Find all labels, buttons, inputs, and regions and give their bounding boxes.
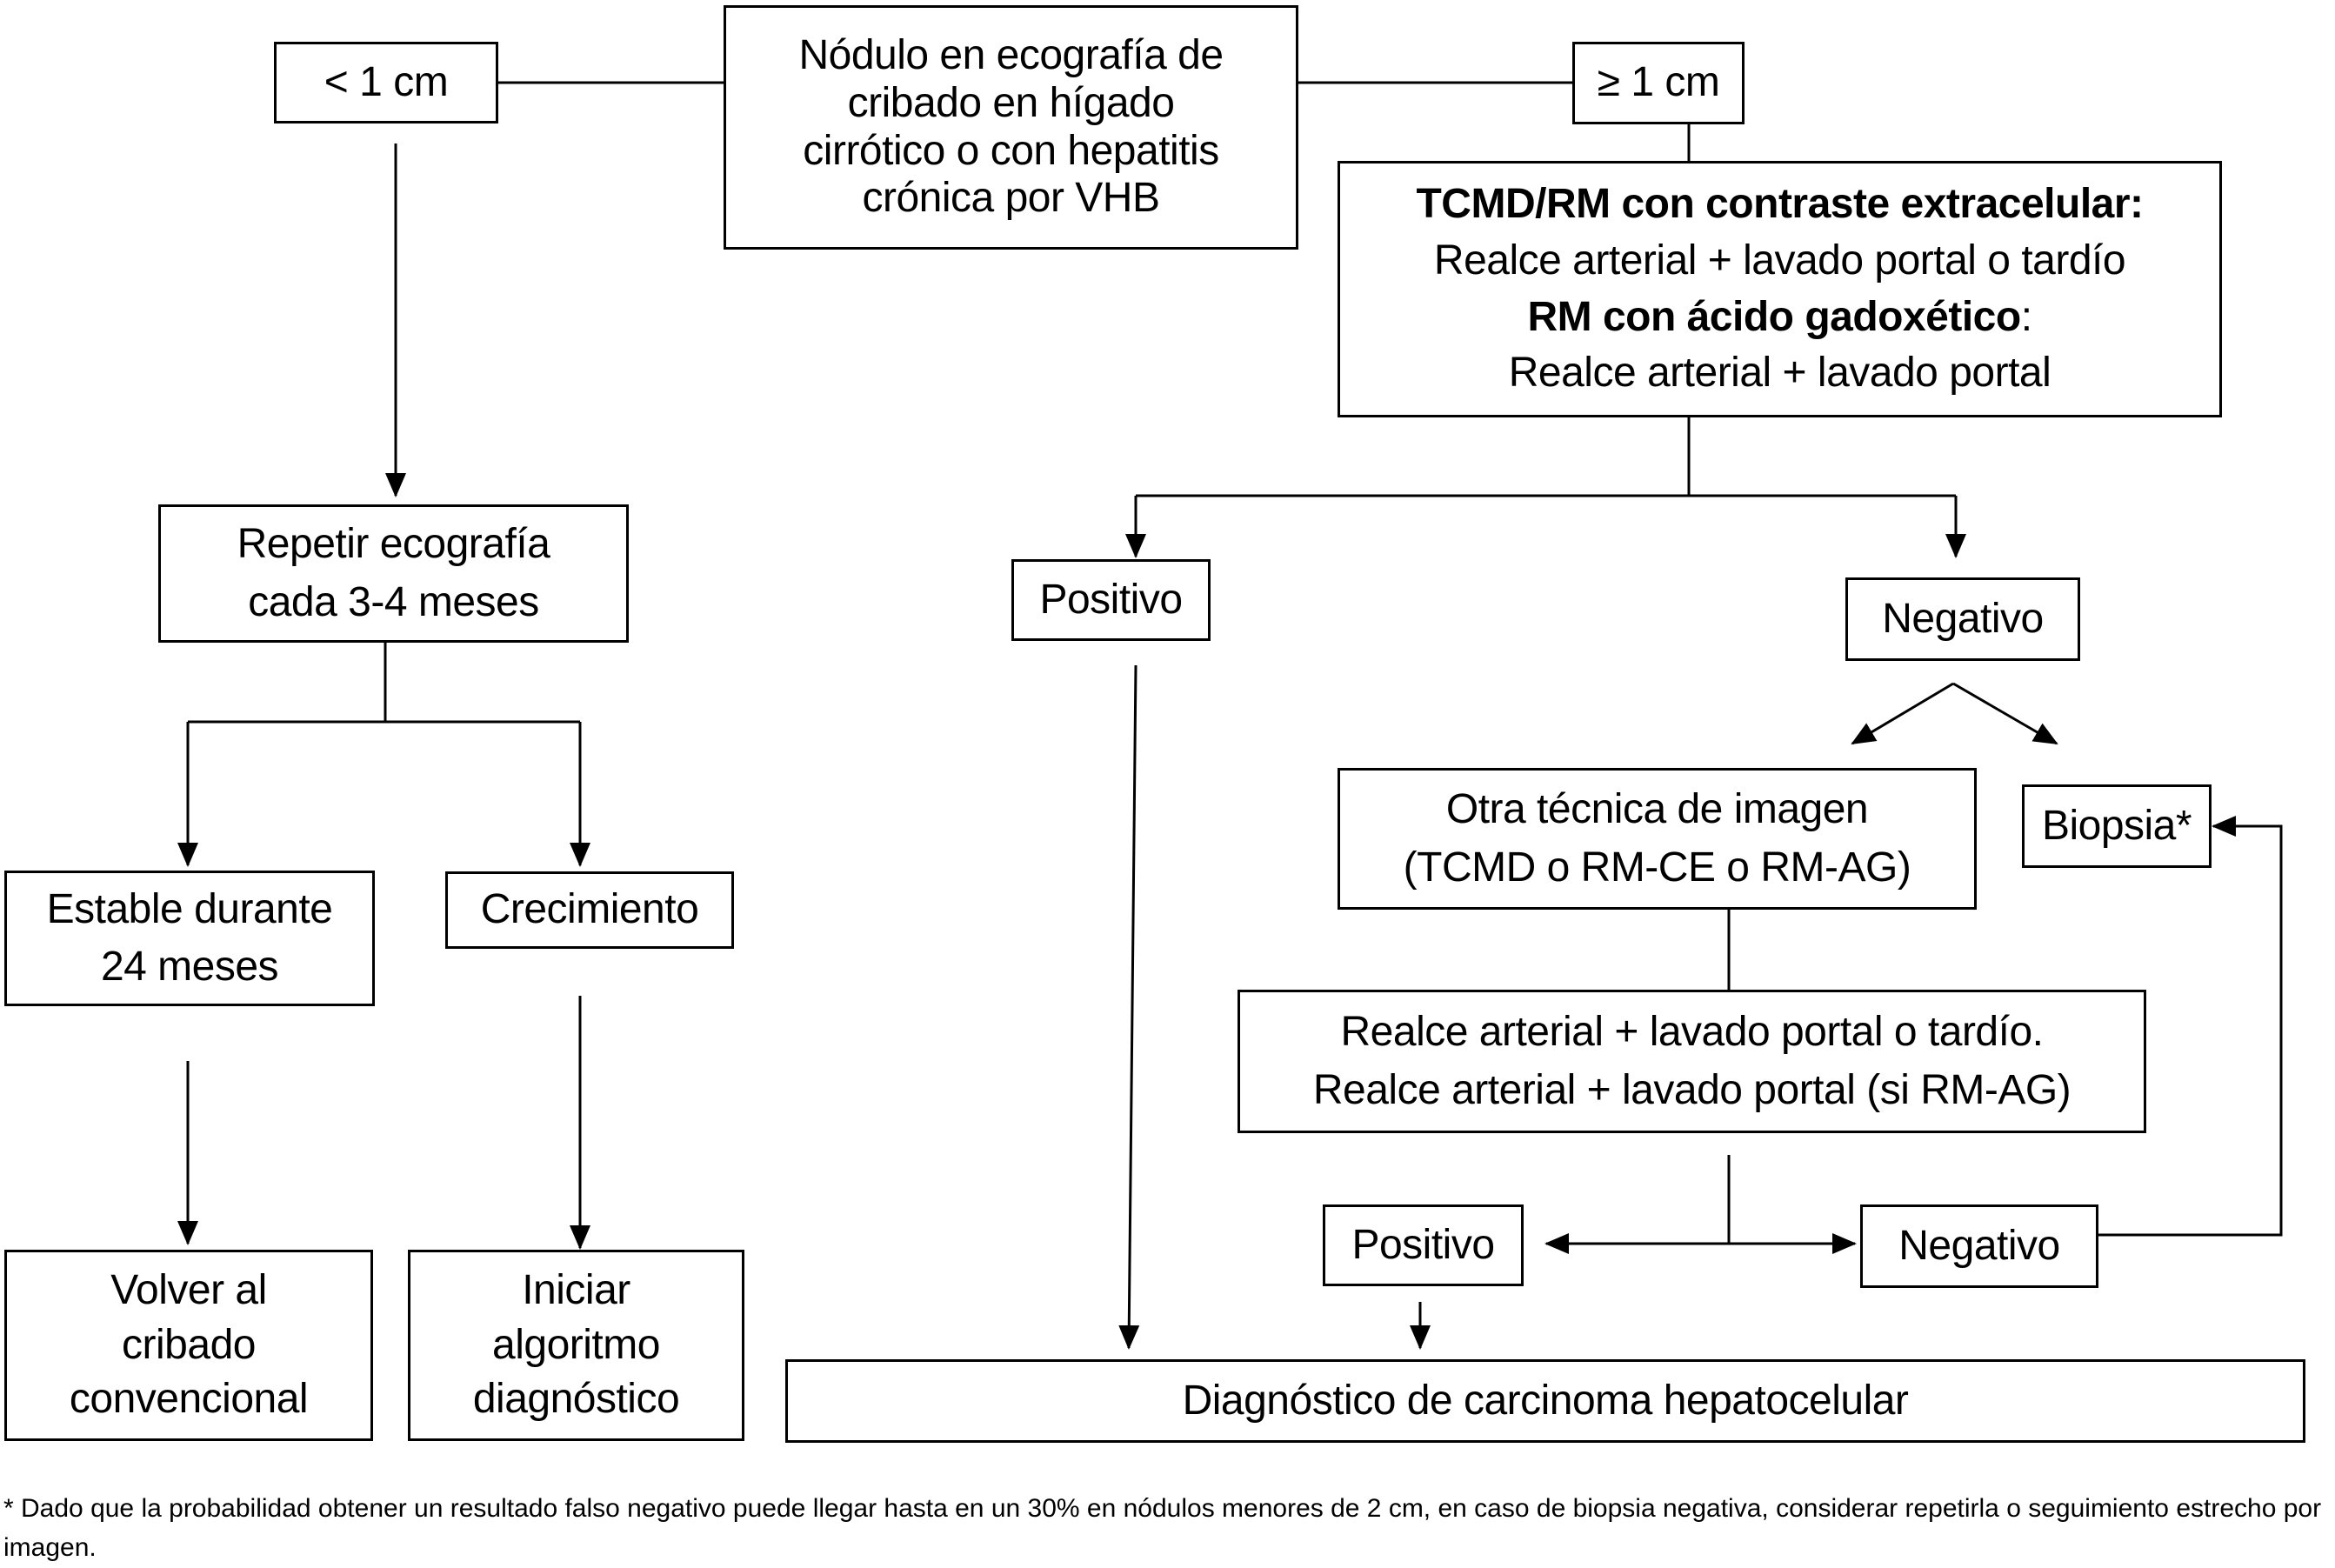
start-line-2: cribado en hígado (847, 79, 1175, 126)
negativo2-label: Negativo (1898, 1222, 2060, 1269)
tcmd-line-3: RM con ácido gadoxético: (1527, 290, 2032, 346)
estable-line-2: 24 meses (100, 944, 279, 990)
biopsia-label: Biopsia* (2041, 802, 2192, 849)
lt1-label: < 1 cm (324, 58, 449, 105)
tcmd-line-4: Realce arterial + lavado portal (1508, 350, 2051, 397)
ge1-node: ≥ 1 cm (1572, 42, 1745, 124)
diagnostico-label: Diagnóstico de carcinoma hepatocelular (1182, 1377, 1909, 1424)
arrow-positivo1-diagnostico (1118, 664, 1140, 1350)
footnote: * Dado que la probabilidad obtener un re… (3, 1494, 2322, 1562)
diagnostico-node: Diagnóstico de carcinoma hepatocelular (785, 1359, 2305, 1443)
volver-line-2: cribado (122, 1321, 256, 1368)
negativo1-label: Negativo (1882, 595, 2044, 642)
iniciar-line-1: Iniciar (522, 1267, 630, 1314)
negativo2-node: Negativo (1860, 1204, 2098, 1288)
realce-node: Realce arterial + lavado portal o tardío… (1238, 990, 2146, 1133)
arrow-negativo1-biopsia (1952, 682, 2058, 745)
estable-node: Estable durante 24 meses (4, 871, 375, 1006)
realce-line-2: Realce arterial + lavado portal (si RM-A… (1312, 1066, 2071, 1113)
tcmd-line-2: Realce arterial + lavado portal o tardío (1433, 237, 2126, 284)
negativo1-node: Negativo (1845, 577, 2080, 661)
volver-line-3: convencional (69, 1376, 309, 1423)
crecimiento-node: Crecimiento (445, 871, 734, 949)
tcmd-line-1: TCMD/RM con contraste extracelular: (1416, 180, 2144, 227)
otra-node: Otra técnica de imagen (TCMD o RM-CE o R… (1338, 768, 1977, 910)
volver-line-1: Volver al (110, 1267, 267, 1314)
positivo2-label: Positivo (1351, 1221, 1495, 1268)
start-line-4: crónica por VHB (862, 175, 1160, 222)
start-line-3: cirrótico o con hepatitis (803, 127, 1219, 174)
tcmd-line-3-rest: : (2020, 293, 2032, 340)
iniciar-line-3: diagnóstico (472, 1376, 680, 1423)
positivo2-node: Positivo (1323, 1204, 1524, 1286)
repetir-line-2: cada 3-4 meses (248, 578, 539, 625)
crecimiento-label: Crecimiento (480, 886, 699, 933)
estable-line-1: Estable durante (46, 885, 333, 932)
tcmd-line-3-bold: RM con ácido gadoxético (1527, 293, 2021, 340)
repetir-node: Repetir ecografía cada 3-4 meses (158, 504, 629, 643)
iniciar-line-2: algoritmo (492, 1321, 660, 1368)
tcmd-node: TCMD/RM con contraste extracelular: Real… (1338, 161, 2222, 417)
realce-line-1: Realce arterial + lavado portal o tardío… (1340, 1009, 2044, 1056)
volver-node: Volver al cribado convencional (4, 1250, 373, 1441)
start-line-1: Nódulo en ecografía de (798, 32, 1224, 79)
repetir-line-1: Repetir ecografía (237, 521, 550, 568)
otra-line-1: Otra técnica de imagen (1445, 786, 1869, 833)
ge1-label: ≥ 1 cm (1597, 59, 1720, 106)
arrow-negativo1-otra (1851, 682, 1954, 745)
otra-line-2: (TCMD o RM-CE o RM-AG) (1403, 844, 1911, 891)
biopsia-node: Biopsia* (2022, 784, 2212, 868)
lt1-node: < 1 cm (274, 42, 498, 123)
iniciar-node: Iniciar algoritmo diagnóstico (408, 1250, 744, 1441)
positivo1-label: Positivo (1039, 576, 1183, 623)
positivo1-node: Positivo (1011, 559, 1211, 641)
arrow-negativo2-biopsia (2098, 816, 2283, 1237)
start-node: Nódulo en ecografía de cribado en hígado… (724, 5, 1298, 250)
